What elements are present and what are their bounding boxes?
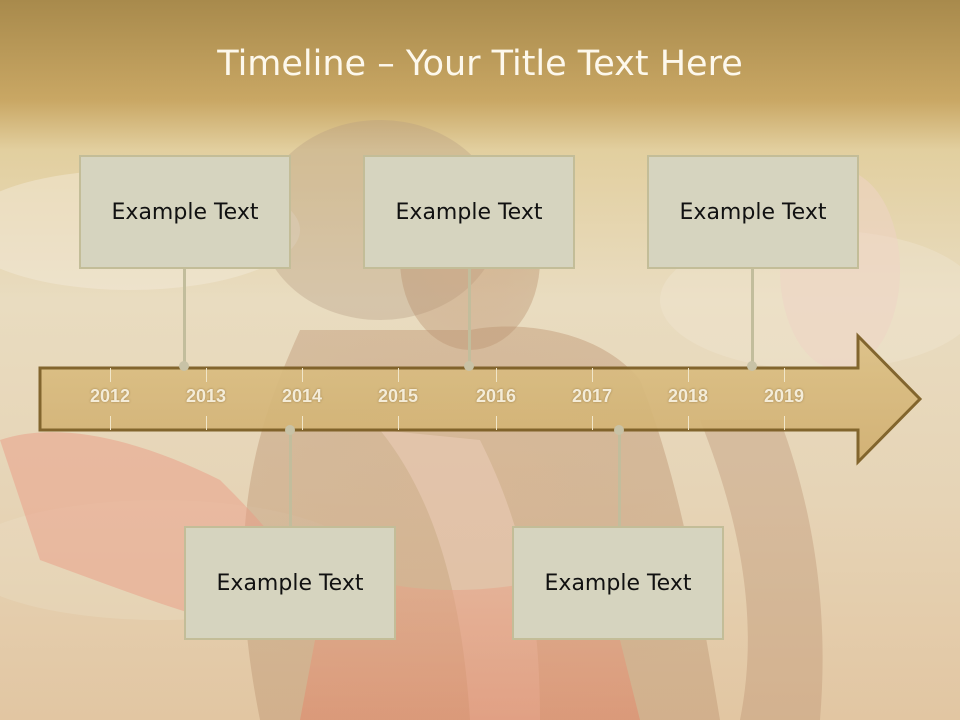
year-label-2016: 2016	[475, 386, 517, 406]
year-tick	[784, 368, 785, 382]
connector-line	[751, 268, 754, 366]
event-text: Example Text	[395, 199, 543, 225]
year-tick	[784, 416, 785, 430]
year-tick	[302, 368, 303, 382]
event-text: Example Text	[111, 199, 259, 225]
year-tick	[496, 368, 497, 382]
year-tick	[110, 416, 111, 430]
year-label-2019: 2019	[763, 386, 805, 406]
connector-line	[289, 430, 292, 526]
year-tick	[398, 416, 399, 430]
year-tick	[592, 368, 593, 382]
connector-line	[183, 268, 186, 366]
event-box-2[interactable]: Example Text	[363, 155, 575, 269]
connector-dot	[747, 361, 757, 371]
connector-dot	[614, 425, 624, 435]
connector-dot	[464, 361, 474, 371]
year-tick	[398, 368, 399, 382]
year-label-2015: 2015	[377, 386, 419, 406]
year-tick	[592, 416, 593, 430]
year-label-2012: 2012	[89, 386, 131, 406]
year-label-2013: 2013	[185, 386, 227, 406]
connector-dot	[285, 425, 295, 435]
year-label-2017: 2017	[571, 386, 613, 406]
year-tick	[206, 368, 207, 382]
event-text: Example Text	[679, 199, 827, 225]
connector-line	[468, 268, 471, 366]
event-box-1[interactable]: Example Text	[79, 155, 291, 269]
event-text: Example Text	[544, 570, 692, 596]
year-tick	[688, 416, 689, 430]
year-tick	[688, 368, 689, 382]
year-tick	[110, 368, 111, 382]
year-tick	[206, 416, 207, 430]
event-box-3[interactable]: Example Text	[647, 155, 859, 269]
event-box-5[interactable]: Example Text	[512, 526, 724, 640]
year-label-2014: 2014	[281, 386, 323, 406]
year-label-2018: 2018	[667, 386, 709, 406]
slide-title: Timeline – Your Title Text Here	[217, 44, 743, 84]
year-tick	[496, 416, 497, 430]
event-text: Example Text	[216, 570, 364, 596]
connector-line	[618, 430, 621, 526]
event-box-4[interactable]: Example Text	[184, 526, 396, 640]
connector-dot	[179, 361, 189, 371]
year-tick	[302, 416, 303, 430]
